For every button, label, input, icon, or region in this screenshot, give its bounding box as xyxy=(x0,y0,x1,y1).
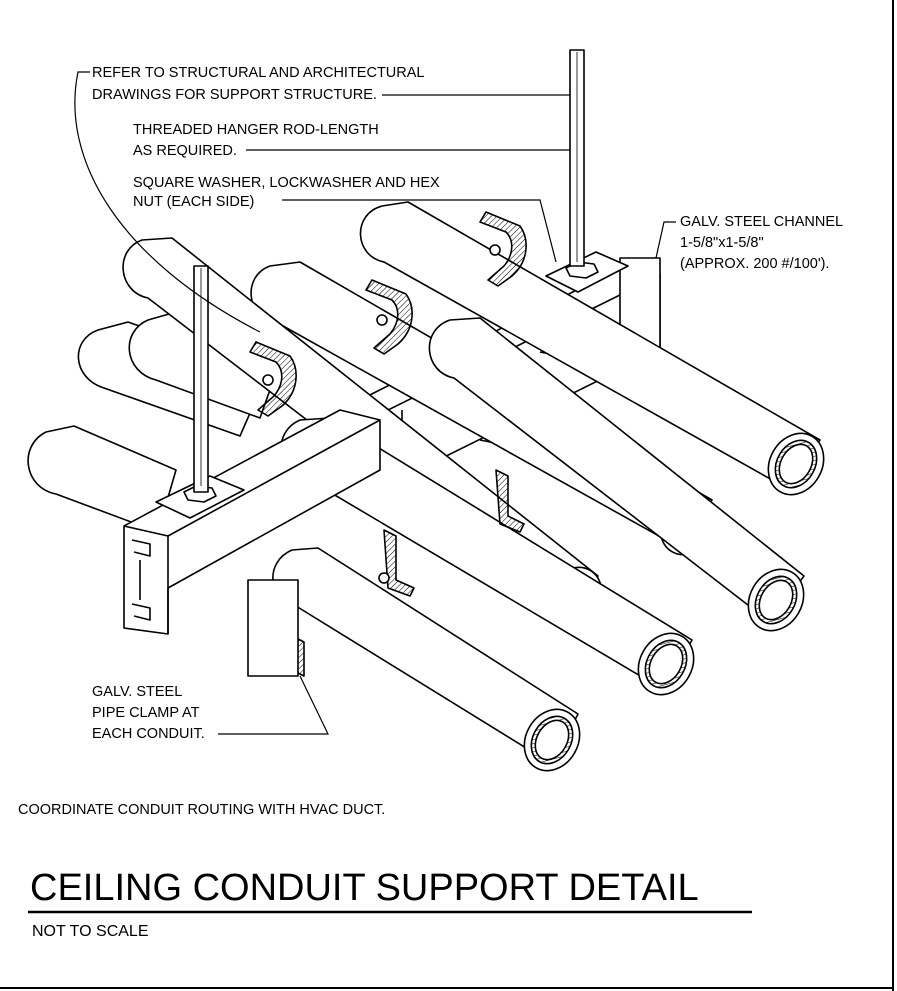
pipe-clamp xyxy=(479,211,527,287)
note-clamp-line2: PIPE CLAMP AT xyxy=(92,705,200,721)
leader-refer-structure xyxy=(74,71,261,333)
drawing-title: CEILING CONDUIT SUPPORT DETAIL xyxy=(30,867,699,909)
conduit-3-bore-inner xyxy=(758,579,794,621)
clamp-bolt-hole xyxy=(376,314,388,326)
conduit-5-bore-inner xyxy=(648,643,684,685)
note-refer-line2: DRAWINGS FOR SUPPORT STRUCTURE. xyxy=(92,87,377,103)
clamp-plate xyxy=(247,579,299,677)
leader-lines xyxy=(74,71,676,735)
note-channel-line2: 1-5/8"x1-5/8" xyxy=(680,235,764,251)
conduit-assembly xyxy=(27,49,825,772)
pipe-clamp xyxy=(365,279,413,355)
leader-washer xyxy=(282,199,557,263)
front-channel-edge xyxy=(167,419,381,537)
pipe-clamp xyxy=(495,469,525,533)
conduit-1-bore-inner xyxy=(778,443,814,485)
clamp-bolt-hole xyxy=(378,572,390,584)
pipe-clamp xyxy=(383,529,415,597)
note-clamp-line3: EACH CONDUIT. xyxy=(92,726,205,742)
leader-pipe-clamp xyxy=(218,675,329,735)
note-channel-line1: GALV. STEEL CHANNEL xyxy=(680,214,843,230)
note-rod-line2: AS REQUIRED. xyxy=(133,143,237,159)
front-channel xyxy=(123,409,381,635)
scale-note: NOT TO SCALE xyxy=(32,923,148,940)
pipe-clamp xyxy=(249,341,297,417)
pipe-clamps xyxy=(249,211,527,677)
clamp-bolt-hole xyxy=(489,244,501,256)
note-coordinate: COORDINATE CONDUIT ROUTING WITH HVAC DUC… xyxy=(18,802,385,818)
leader-channel xyxy=(655,221,676,259)
note-rod-line1: THREADED HANGER ROD-LENGTH xyxy=(133,122,379,138)
note-washer-line1: SQUARE WASHER, LOCKWASHER AND HEX xyxy=(133,175,440,191)
note-channel-line3: (APPROX. 200 #/100'). xyxy=(680,256,829,272)
note-clamp-line1: GALV. STEEL xyxy=(92,684,182,700)
conduit-6-bore-inner xyxy=(534,719,570,761)
note-washer-line2: NUT (EACH SIDE) xyxy=(133,194,254,210)
note-refer-line1: REFER TO STRUCTURAL AND ARCHITECTURAL xyxy=(92,65,424,81)
front-channel-profile xyxy=(123,525,169,621)
clamp-bolt-hole xyxy=(262,374,274,386)
